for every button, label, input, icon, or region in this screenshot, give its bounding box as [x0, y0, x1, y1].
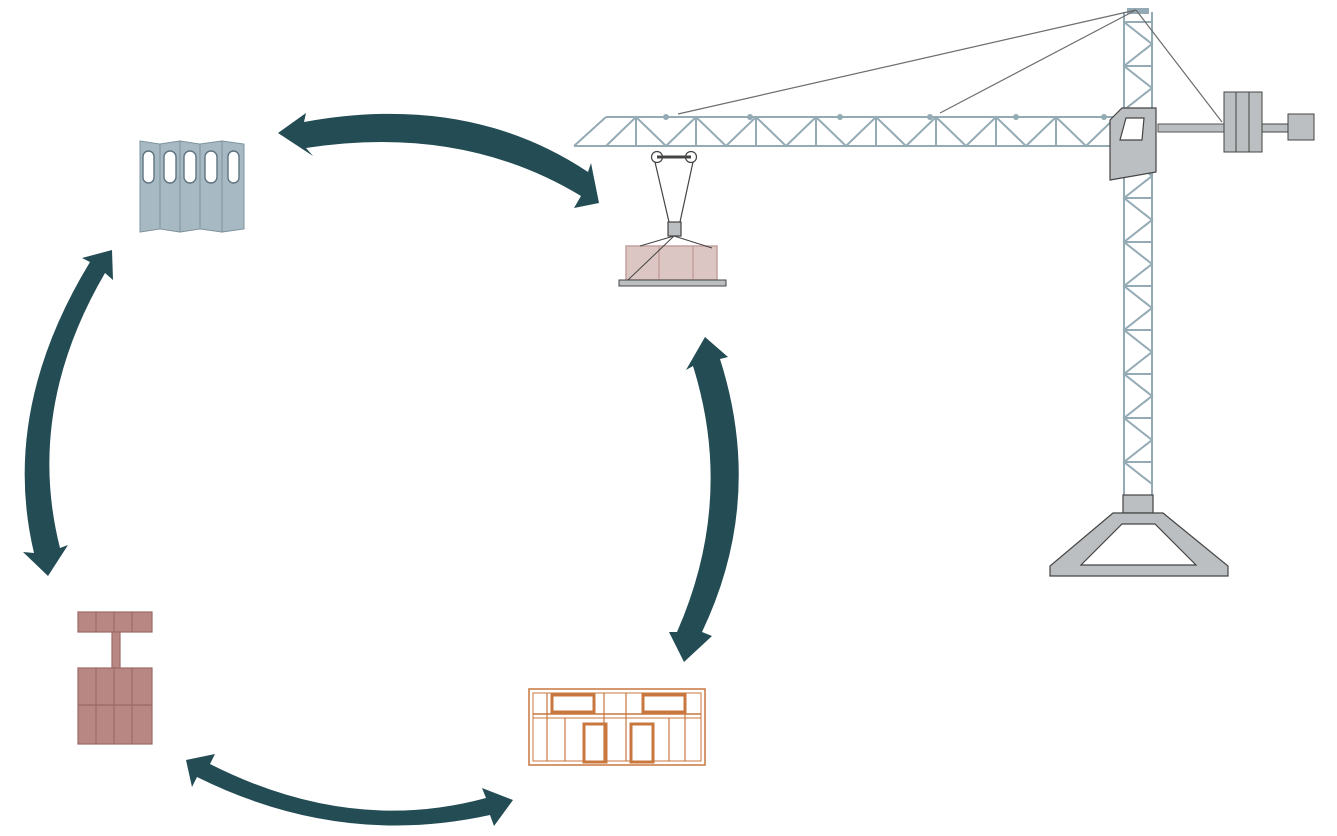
crane-hook-icon: [650, 150, 698, 237]
modular-units-icon: [77, 611, 153, 745]
crane-cab-icon: [1109, 107, 1157, 181]
arrow-modular-to-panels: [23, 250, 113, 576]
folding-panels-icon: [139, 140, 245, 233]
crane-tower: [1122, 12, 1154, 497]
counterweight-icon: [1223, 91, 1315, 153]
facade-frame-icon: [528, 688, 706, 766]
arrow-panels-to-crane: [278, 113, 599, 208]
tower-crane-icon: [573, 8, 1315, 577]
arrow-facade-to-modular: [186, 754, 513, 826]
crane-load-icon: [618, 235, 727, 287]
cycle-arrows: [23, 113, 739, 826]
arrow-crane-to-facade: [669, 337, 739, 662]
counter-jib: [1157, 123, 1225, 133]
crane-base-icon: [1049, 494, 1229, 577]
crane-cables: [677, 9, 1223, 123]
crane-jib: [573, 115, 1118, 148]
